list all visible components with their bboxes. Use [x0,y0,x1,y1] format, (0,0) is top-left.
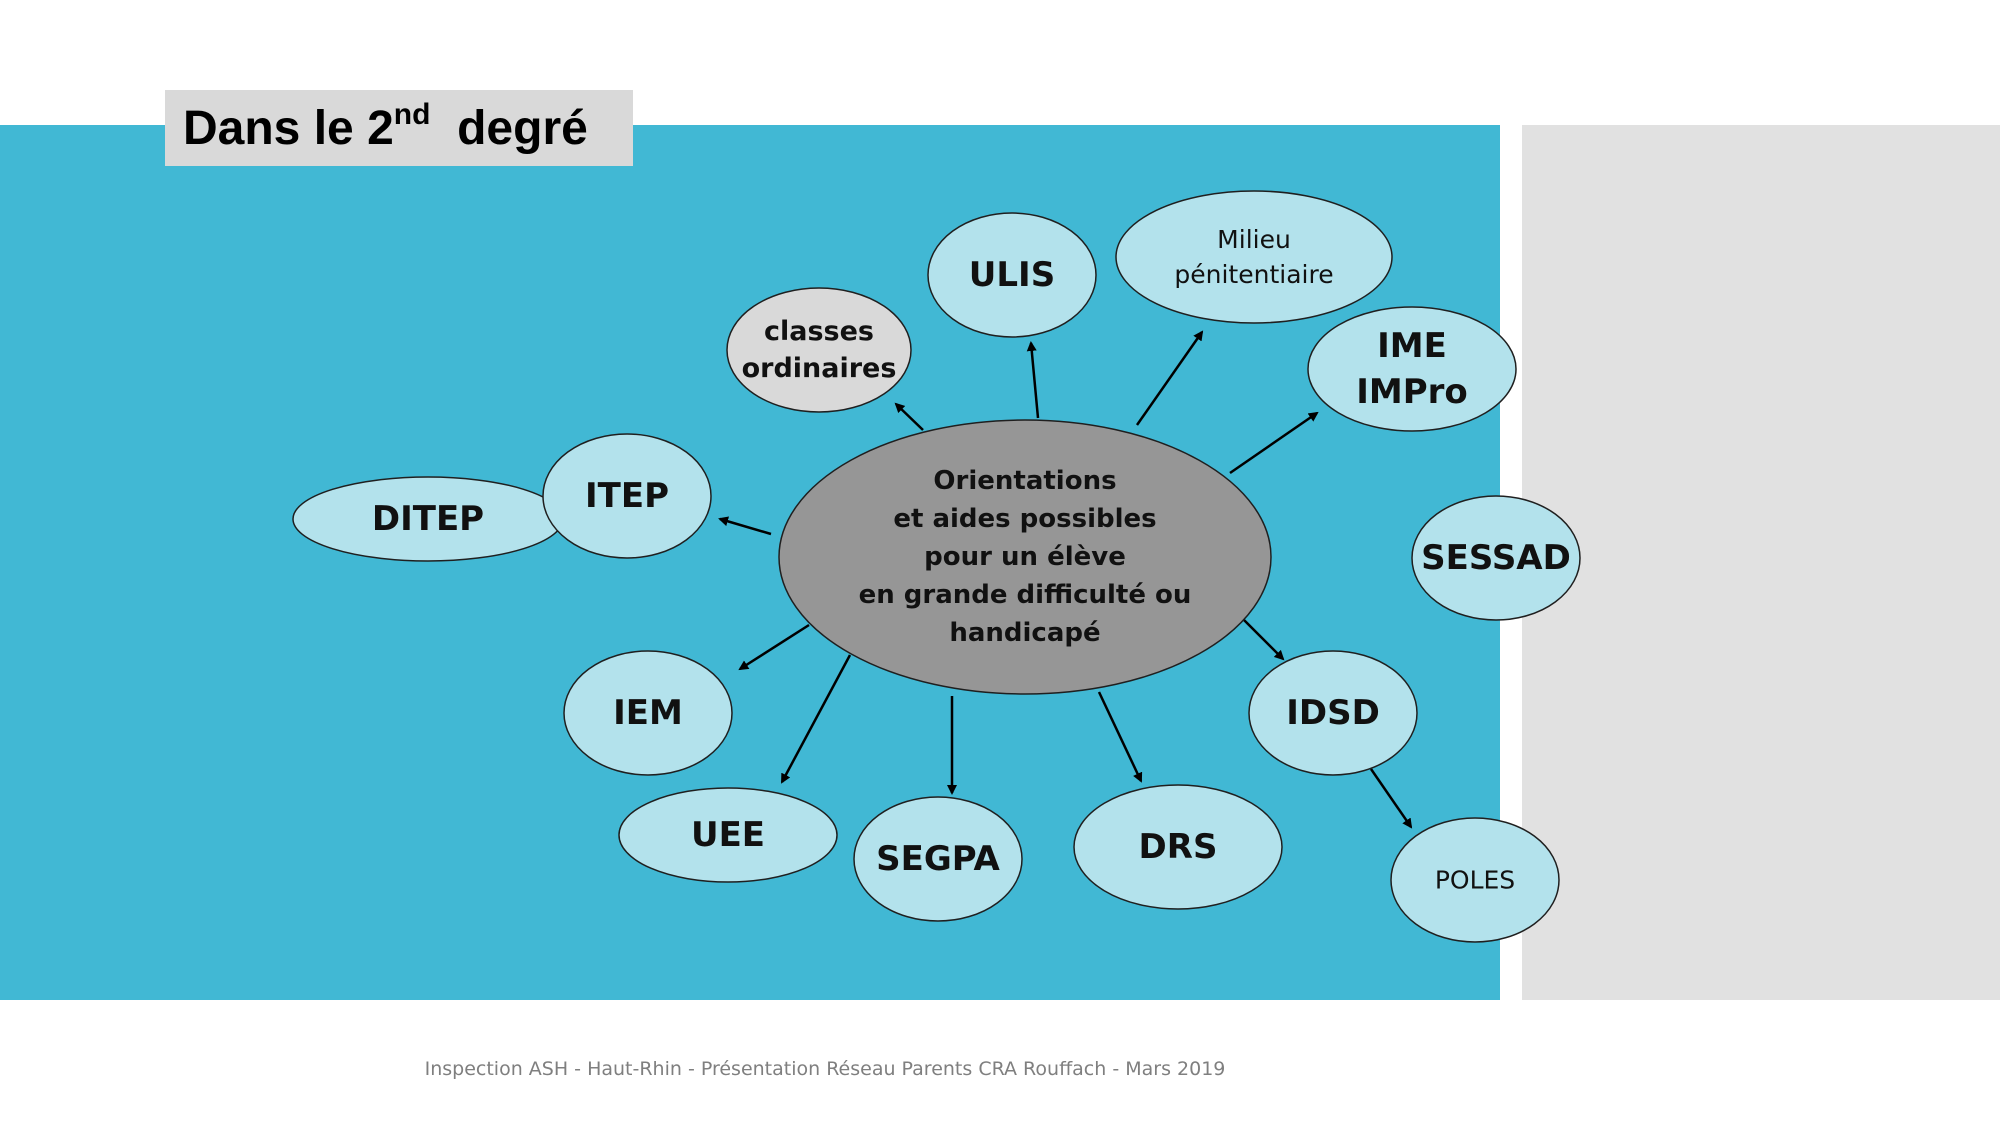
node-milieu: Milieu pénitentiaire [1115,190,1393,324]
node-ditep: DITEP [292,476,564,562]
node-ulis: ULIS [927,212,1097,338]
node-itep: ITEP [542,433,712,559]
node-classes-shape [726,287,912,413]
node-ime-label: IMPro [1356,372,1468,412]
node-drs-label: DRS [1139,827,1218,867]
node-segpa: SEGPA [853,796,1023,922]
page-title: Dans le 2nd degré [183,97,588,155]
node-poles-shape [1390,817,1560,943]
node-ulis-shape [927,212,1097,338]
node-milieu-label: Milieu [1217,225,1291,254]
node-ime-shape [1307,306,1517,432]
node-ime-label: IME [1377,326,1447,366]
node-ulis-label: ULIS [969,255,1055,295]
node-iem-label: IEM [613,693,683,733]
node-poles-label: POLES [1435,866,1515,895]
node-classes-label: ordinaires [742,353,897,384]
arrow-to-uee [780,654,852,784]
node-segpa-shape [853,796,1023,922]
arrow-idsd-to-poles [1369,768,1413,829]
center-node-label: handicapé [949,618,1100,648]
arrows [718,330,1413,829]
node-segpa-label: SEGPA [876,839,1000,879]
center-node-label: pour un élève [924,542,1126,572]
footer-text: Inspection ASH - Haut-Rhin - Présentatio… [424,1058,1226,1080]
center-node-label: en grande difficulté ou [859,580,1192,610]
node-uee-label: UEE [691,815,765,855]
node-sessad-shape [1411,495,1581,621]
node-ime: IME IMPro [1307,306,1517,432]
arrow-to-itep [718,516,772,536]
node-poles: POLES [1390,817,1560,943]
arrow-to-iem [738,623,810,671]
center-node-label: Orientations [933,466,1116,496]
node-sessad: SESSAD [1411,495,1581,621]
grey-panel [1522,125,2000,1000]
arrow-to-ulis [1026,341,1040,419]
node-ditep-label: DITEP [372,499,484,539]
arrow-to-ime [1229,411,1319,475]
node-idsd-label: IDSD [1286,693,1380,733]
center-node: Orientations et aides possibles pour un él… [778,419,1272,695]
node-uee: UEE [618,787,838,883]
node-sessad-label: SESSAD [1421,538,1571,578]
node-iem: IEM [563,650,733,776]
node-itep-shape [542,433,712,559]
arrow-to-classes [894,402,924,431]
node-uee-shape [618,787,838,883]
node-drs: DRS [1073,784,1283,910]
node-itep-label: ITEP [585,476,669,516]
node-milieu-shape [1115,190,1393,324]
arrow-to-drs [1097,691,1143,783]
node-classes-label: classes [764,316,874,347]
title-box: Dans le 2nd degré [165,90,633,166]
node-milieu-label: pénitentiaire [1174,260,1333,289]
arrow-to-milieu [1135,330,1204,426]
node-drs-shape [1073,784,1283,910]
node-idsd-shape [1248,650,1418,776]
center-node-label: et aides possibles [893,504,1156,534]
node-classes: classes ordinaires [726,287,912,413]
arrow-to-idsd [1239,615,1285,661]
center-node-shape [778,419,1272,695]
node-iem-shape [563,650,733,776]
node-idsd: IDSD [1248,650,1418,776]
